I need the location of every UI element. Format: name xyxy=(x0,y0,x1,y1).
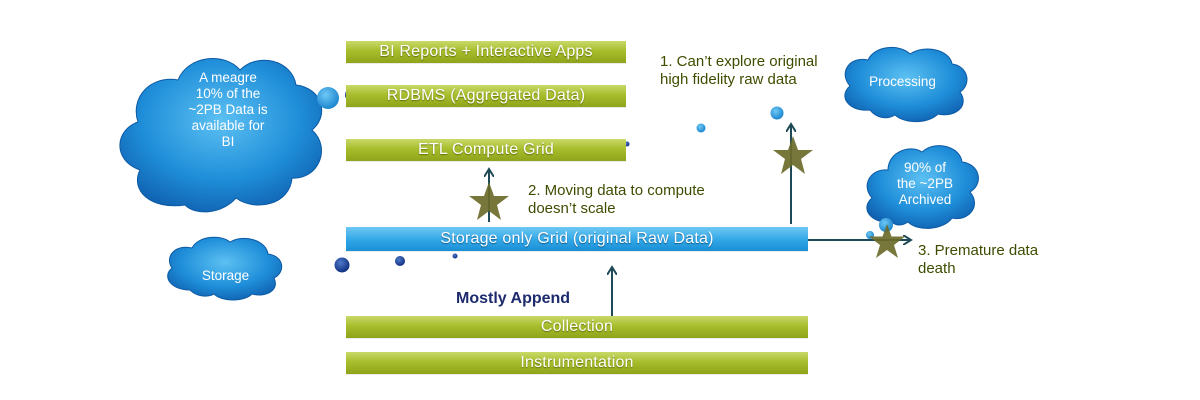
bar-bi-reports: BI Reports + Interactive Apps xyxy=(346,41,626,63)
bar-collection: Collection xyxy=(346,316,808,338)
dot xyxy=(879,218,893,232)
blocked-star-icon xyxy=(469,182,509,220)
dot xyxy=(395,256,405,266)
label-mostly-append: Mostly Append xyxy=(456,290,571,307)
dot xyxy=(770,106,784,120)
dot xyxy=(452,253,458,259)
dot xyxy=(334,257,350,273)
cloud-storage-text: Storage xyxy=(201,268,250,283)
cloud-processing xyxy=(844,47,968,123)
bar-etl-compute-grid: ETL Compute Grid xyxy=(346,139,626,161)
cloud-archived-text: 90% of the ~2PB Archived xyxy=(897,160,953,207)
cloud-meagre xyxy=(119,58,323,213)
cloud-meagre-text: A meagre 10% of the ~2PB Data is availab… xyxy=(188,70,268,149)
annotation-moving-data: 2. Moving data to compute doesn’t scale xyxy=(528,182,705,217)
bar-storage-grid: Storage only Grid (original Raw Data) xyxy=(346,227,808,251)
dot xyxy=(317,87,339,109)
cloud-archived xyxy=(866,145,979,229)
bar-instrumentation: Instrumentation xyxy=(346,352,808,374)
cloud-storage xyxy=(167,236,283,301)
dot xyxy=(696,123,706,133)
blocked-star-icon xyxy=(869,224,905,258)
blocked-star-icon xyxy=(773,136,813,174)
bar-rdbms: RDBMS (Aggregated Data) xyxy=(346,85,626,107)
annotation-premature-death: 3. Premature data death xyxy=(918,242,1039,277)
cloud-processing-text: Processing xyxy=(869,74,936,89)
annotation-cant-explore: 1. Can’t explore original high fidelity … xyxy=(660,53,818,88)
